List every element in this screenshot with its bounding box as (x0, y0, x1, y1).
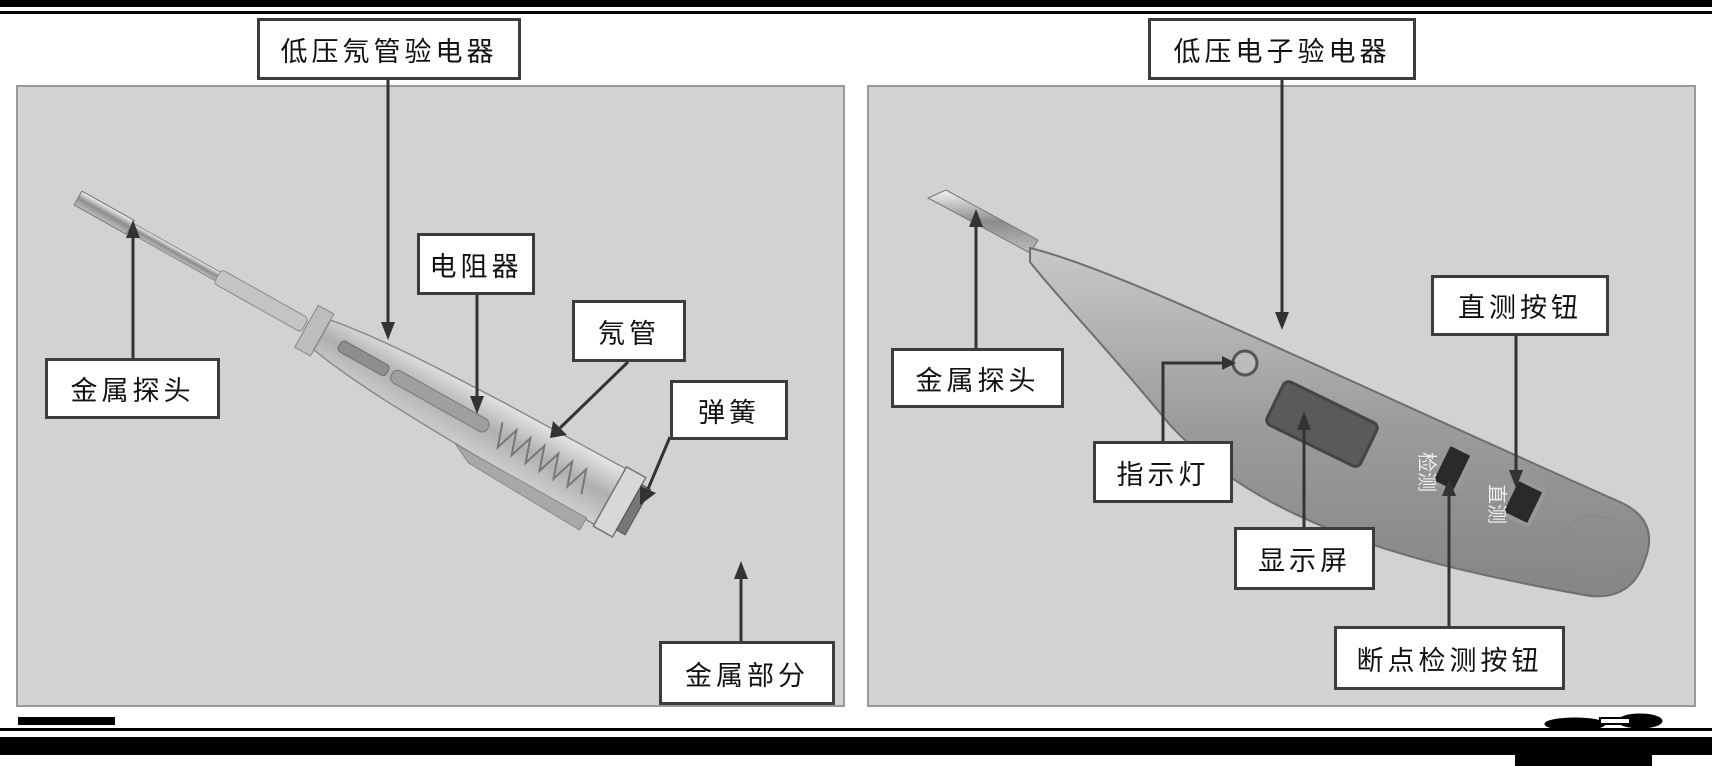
pointer-neon-tube (558, 360, 630, 430)
arrowhead-neon-tube (550, 421, 567, 438)
neon-tube (390, 369, 490, 433)
bottom-rule-thick (0, 737, 1712, 755)
probe-label-right: 金属探头 (891, 348, 1064, 408)
screwdriver-tip (73, 190, 135, 236)
spring-coil (496, 422, 588, 495)
bottom-rule-thin (0, 728, 1712, 731)
pointer-indicator (1161, 361, 1222, 441)
handle-collar (294, 304, 335, 357)
spring-label: 弹簧 (670, 380, 788, 440)
arrowhead-probe-right (969, 209, 983, 227)
page-ornament (1544, 713, 1663, 731)
arrowhead-spring (640, 486, 656, 505)
electronic-tester-illustration: 检测 直测 (926, 189, 1650, 598)
arrowhead-direct-button (1509, 470, 1523, 488)
display-screen (1265, 380, 1379, 468)
probe-label-left: 金属探头 (45, 358, 220, 419)
arrowhead-resistor (470, 396, 484, 414)
indicator-lamp (1231, 349, 1259, 377)
resistor (337, 340, 390, 377)
arrowhead-indicator (1222, 356, 1236, 370)
end-circle (1561, 515, 1629, 575)
neon-tester-title: 低压氖管验电器 (257, 18, 521, 80)
arrowhead-breakpoint-button (1442, 478, 1456, 496)
arrowhead-electronic-title (1275, 312, 1289, 330)
top-rule-thin (0, 11, 1712, 14)
breakpoint-button-label: 断点检测按钮 (1334, 626, 1565, 690)
probe-tip (926, 189, 1039, 254)
arrowhead-neon-title (381, 322, 395, 340)
arrowhead-probe-left (126, 220, 140, 238)
top-rule-thick (0, 0, 1712, 7)
pointer-spring (646, 436, 672, 490)
direct-body-text: 直测 (1485, 484, 1509, 524)
pocket-clip (455, 443, 588, 531)
bottom-right-block (1515, 752, 1652, 766)
footer-mark (18, 717, 115, 725)
electronic-tester-title: 低压电子验电器 (1148, 18, 1416, 80)
neon-tester-illustration (73, 190, 652, 538)
direct-button-icon (1500, 477, 1546, 527)
display-label: 显示屏 (1234, 527, 1375, 590)
detect-body-text: 检测 (1415, 452, 1439, 492)
indicator-label: 指示灯 (1093, 441, 1233, 503)
direct-button-label: 直测按钮 (1431, 275, 1609, 336)
arrowhead-display (1297, 412, 1311, 430)
shaft-sleeve (214, 270, 308, 332)
breakpoint-button-icon (1430, 442, 1474, 494)
arrowhead-metal-part (734, 561, 748, 579)
resistor-label: 电阻器 (417, 233, 535, 295)
neon-tube-label: 氖管 (572, 300, 686, 362)
metal-part-label: 金属部分 (659, 641, 835, 705)
